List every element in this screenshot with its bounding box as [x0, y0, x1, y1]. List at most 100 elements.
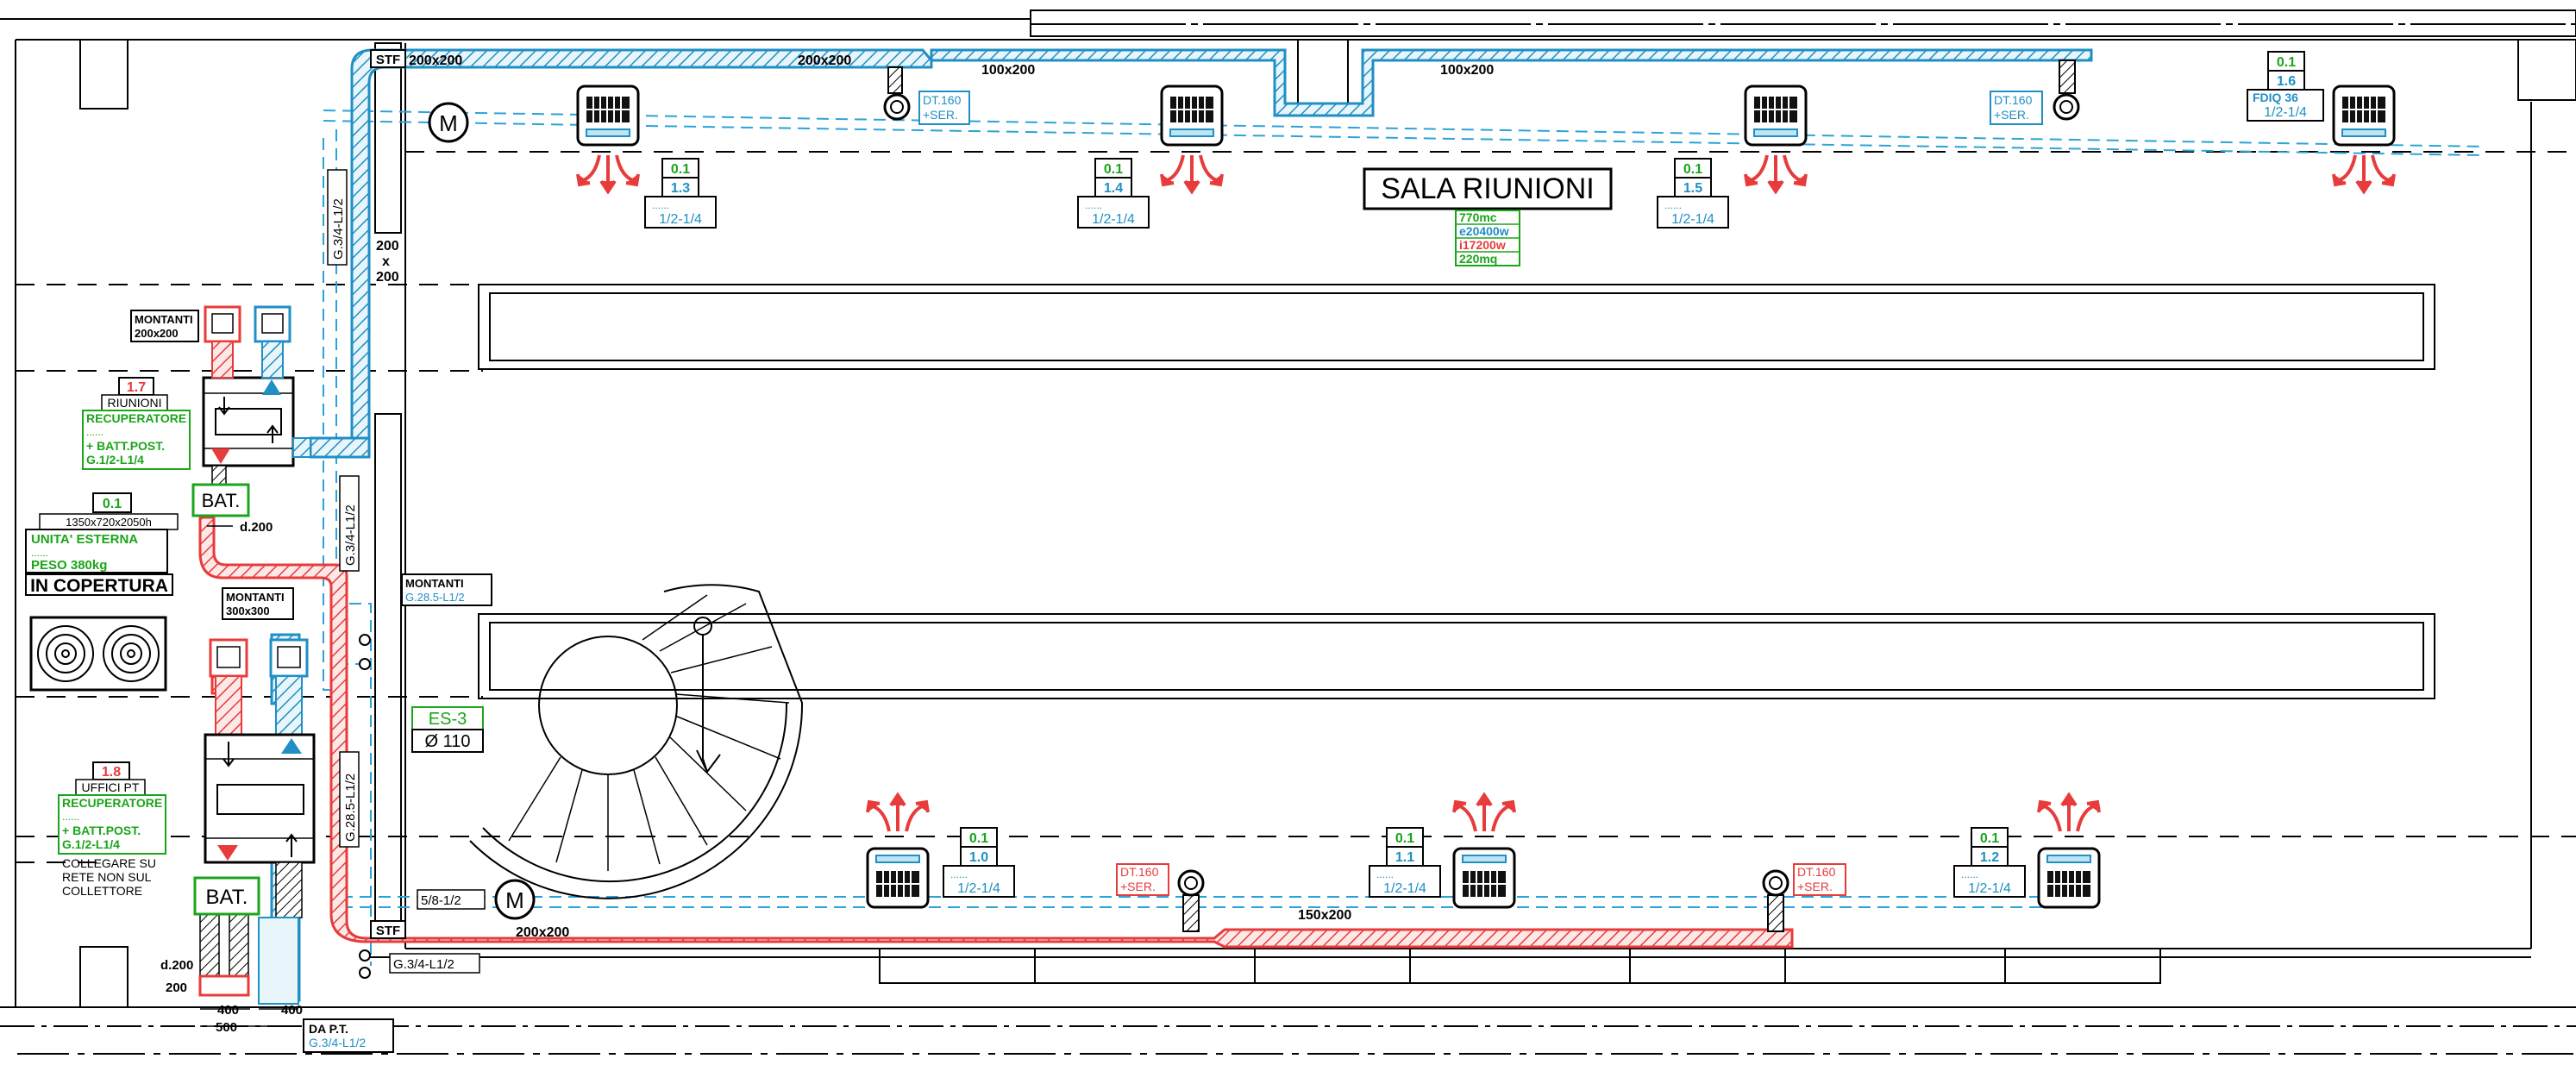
svg-text:UNITA' ESTERNA: UNITA' ESTERNA [31, 532, 138, 547]
svg-text:......: ...... [62, 811, 79, 823]
svg-text:300x300: 300x300 [226, 605, 270, 617]
fancoil-unit [866, 847, 930, 909]
svg-text:+SER.: +SER. [923, 108, 958, 122]
air-arrows-icon [2037, 793, 2101, 833]
diffusers: DT.160 +SER. DT.160 +SER. DT.160 +SER. D… [883, 60, 2080, 932]
svg-text:0.1: 0.1 [1683, 162, 1702, 177]
svg-text:1/2-1/4: 1/2-1/4 [1671, 212, 1714, 227]
svg-text:d.200: d.200 [160, 958, 193, 973]
svg-text:IN COPERTURA: IN COPERTURA [30, 576, 168, 596]
diffuser-icon [1762, 869, 1789, 897]
bat-coil-top: BAT. d.200 [191, 483, 273, 535]
fancoil-tags: 0.1 1.3 ...... 1/2-1/4 0.1 1.4 ...... 1/… [644, 51, 2324, 898]
duct-size-label: 100x200 [1440, 63, 1494, 78]
recuperatore-bottom-tag: 1.8 UFFICI PT RECUPERATORE ...... + BATT… [58, 761, 166, 898]
svg-text:1.5: 1.5 [1683, 181, 1702, 196]
duct-size-label: 200x200 [409, 53, 462, 68]
montanti-right-tag: MONTANTI G.28.5-L1/2 [401, 573, 492, 606]
outdoor-fan-icon [37, 625, 160, 682]
svg-text:M: M [439, 110, 458, 136]
bat-coil-bottom: BAT. [193, 876, 260, 916]
fancoil-tag: 0.1 1.3 ...... 1/2-1/4 [644, 158, 717, 229]
fancoil-tag: 0.1 1.5 ...... 1/2-1/4 [1657, 158, 1729, 229]
svg-text:+ BATT.POST.: + BATT.POST. [62, 824, 141, 837]
svg-text:MONTANTI: MONTANTI [135, 313, 193, 326]
supply-duct [270, 48, 2093, 1002]
svg-text:BAT.: BAT. [206, 886, 248, 909]
da-pt-tag: DA P.T. G.3/4-L1/2 [303, 1018, 394, 1053]
air-arrows-icon [866, 793, 930, 833]
fancoil-unit [1744, 85, 1808, 147]
svg-text:G.1/2-L1/4: G.1/2-L1/4 [86, 453, 144, 467]
fancoil-unit [1452, 847, 1516, 909]
room-volume: 770mc [1459, 210, 1497, 224]
svg-text:500: 500 [216, 1020, 237, 1035]
svg-text:1/2-1/4: 1/2-1/4 [2264, 105, 2307, 120]
svg-text:+ BATT.POST.: + BATT.POST. [86, 439, 165, 453]
svg-text:DT.160: DT.160 [1797, 865, 1836, 879]
svg-text:1/2-1/4: 1/2-1/4 [1968, 881, 2011, 896]
svg-text:MONTANTI: MONTANTI [226, 591, 285, 604]
duct-size-label: x [382, 254, 390, 269]
es3-tag: ES-3 Ø 110 [411, 706, 484, 753]
svg-text:200: 200 [166, 980, 187, 995]
svg-text:1.6: 1.6 [2277, 74, 2296, 89]
duct-size-label: 100x200 [981, 63, 1035, 78]
svg-text:+SER.: +SER. [1797, 880, 1833, 893]
fancoil-tag: 0.1 1.6 FDIQ 36 1/2-1/4 [2247, 51, 2324, 122]
duct-size-label: 200 [376, 239, 399, 254]
svg-text:d.200: d.200 [240, 520, 273, 535]
svg-text:DT.160: DT.160 [1120, 865, 1159, 879]
blue-arrow-icon [262, 379, 281, 395]
room-summer-load: e20400w [1459, 224, 1509, 238]
fancoil-unit [576, 85, 640, 147]
svg-text:PESO 380kg: PESO 380kg [31, 558, 107, 573]
svg-text:......: ...... [31, 547, 48, 559]
fancoil-unit [1160, 85, 1224, 147]
spiral-staircase [469, 584, 804, 899]
svg-text:0.1: 0.1 [2277, 55, 2296, 70]
svg-text:......: ...... [652, 199, 669, 211]
motor-valve-top: M [428, 102, 469, 143]
fancoil-unit [2332, 85, 2396, 147]
svg-text:1.1: 1.1 [1395, 850, 1414, 865]
air-arrows-icon [576, 153, 640, 193]
svg-text:0.1: 0.1 [103, 497, 122, 511]
svg-text:1350x720x2050h: 1350x720x2050h [66, 516, 152, 529]
svg-text:MONTANTI: MONTANTI [405, 577, 464, 590]
svg-text:DA P.T.: DA P.T. [309, 1022, 348, 1036]
svg-text:Ø 110: Ø 110 [425, 732, 471, 751]
motor-valve-bottom: M [494, 879, 536, 920]
svg-text:G.3/4-L1/2: G.3/4-L1/2 [309, 1036, 366, 1049]
svg-text:400: 400 [217, 1003, 239, 1018]
duct-size-label: 150x200 [1298, 908, 1351, 923]
svg-text:......: ...... [86, 426, 103, 438]
montanti-mid-tag: MONTANTI 300x300 [222, 587, 294, 620]
svg-text:0.1: 0.1 [1395, 831, 1414, 846]
valve-markers [359, 634, 371, 979]
montanti-top-tag: MONTANTI 200x200 [130, 310, 199, 342]
recuperatore-top [202, 305, 311, 486]
svg-text:COLLETTORE: COLLETTORE [62, 884, 142, 898]
ceiling-beams [478, 284, 2435, 699]
pipe-label: 5/8-1/2 [421, 893, 461, 908]
pipe-label: G.28.5-L1/2 [343, 774, 358, 842]
svg-text:+SER.: +SER. [1120, 880, 1156, 893]
recuperatore-bottom [198, 638, 316, 1005]
air-arrows-icon [1452, 793, 1516, 833]
svg-text:1.2: 1.2 [1980, 850, 1999, 865]
svg-text:1/2-1/4: 1/2-1/4 [1092, 212, 1135, 227]
air-arrows-icon [1160, 153, 1224, 193]
svg-text:FDIQ 36: FDIQ 36 [2253, 91, 2298, 104]
room-winter-load: i17200w [1459, 238, 1506, 252]
diffuser-icon [2053, 93, 2080, 121]
fancoil-tag: 0.1 1.0 ...... 1/2-1/4 [943, 827, 1015, 898]
stf-tags: STF STF [370, 49, 406, 939]
svg-text:1.3: 1.3 [671, 181, 690, 196]
unita-esterna: 0.1 1350x720x2050h UNITA' ESTERNA ......… [25, 492, 179, 692]
duct-size-label: 200x200 [516, 925, 569, 940]
svg-text:COLLEGARE SU: COLLEGARE SU [62, 856, 156, 870]
pipe-labels: G.3/4-L1/2 G.3/4-L1/2 G.28.5-L1/2 5/8-1/… [327, 169, 486, 974]
air-arrows-icon [1744, 153, 1808, 193]
